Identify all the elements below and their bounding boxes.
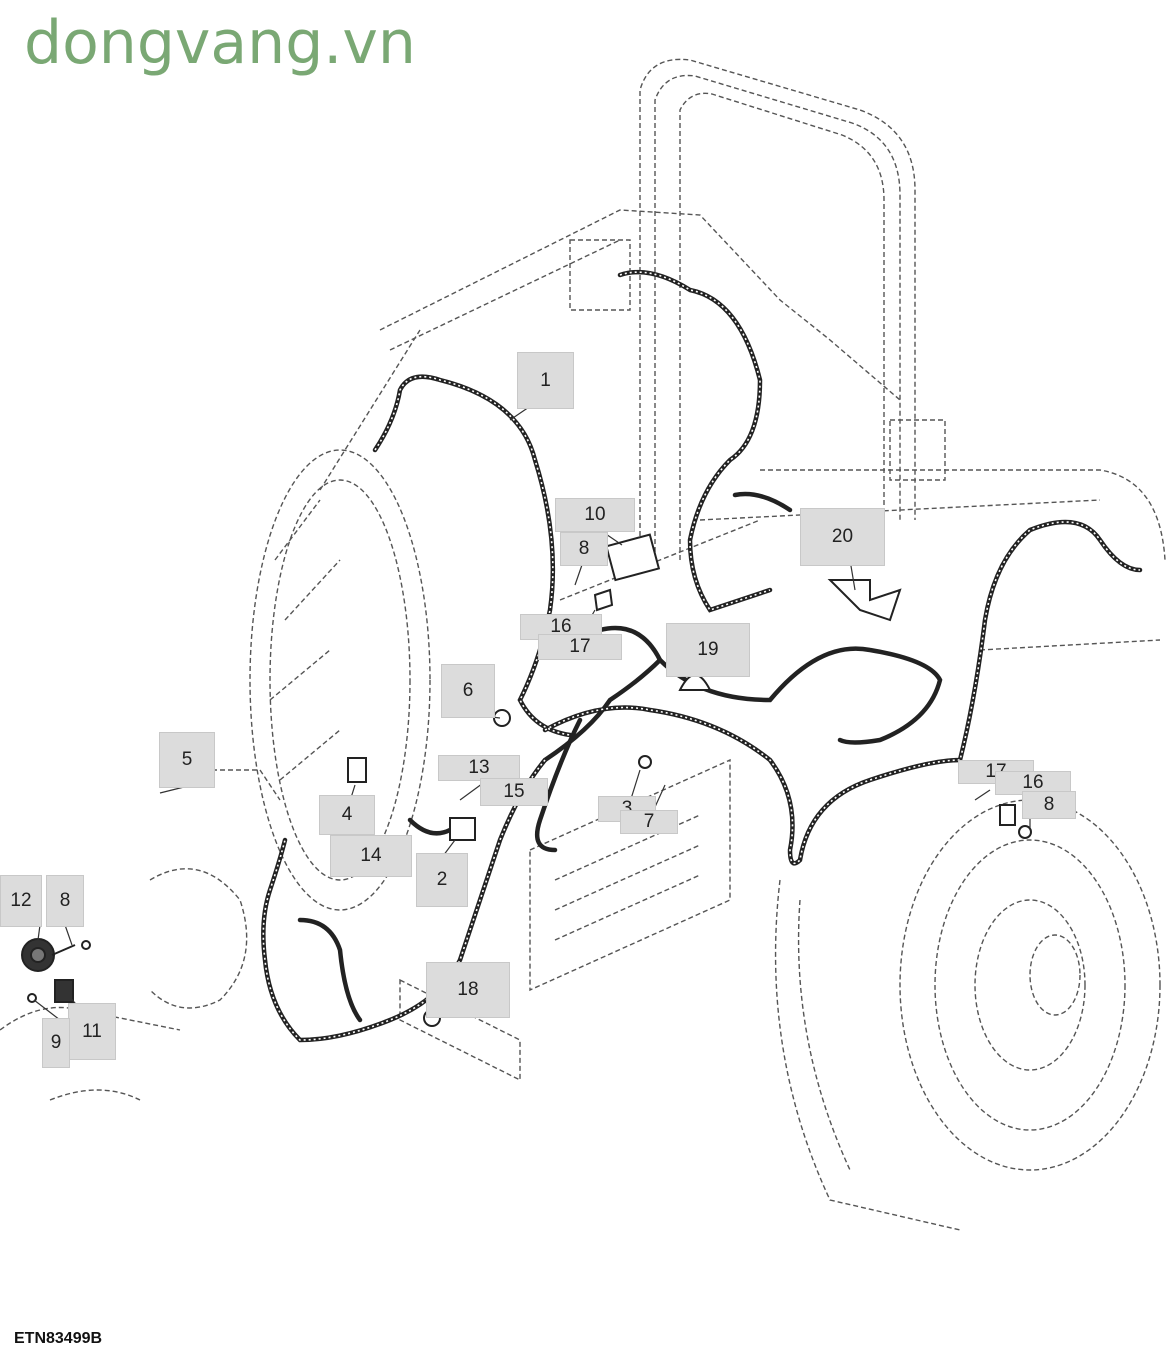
callout-label: 5 — [159, 732, 215, 788]
callout-label: 4 — [319, 795, 375, 835]
callout-label: 12 — [0, 875, 42, 927]
callout-label: 8 — [46, 875, 84, 927]
callout-label: 16 — [520, 614, 602, 640]
callout-label: 14 — [330, 835, 412, 877]
callout-label: 7 — [620, 810, 678, 834]
callout-label: 10 — [555, 498, 635, 532]
callout-label: 11 — [68, 1003, 116, 1060]
callout-label: 1 — [517, 352, 574, 409]
callout-label: 17 — [538, 634, 622, 660]
callout-label: 18 — [426, 962, 510, 1018]
callout-label: 19 — [666, 623, 750, 677]
callout-label: 9 — [42, 1018, 70, 1068]
callout-label: 6 — [441, 664, 495, 718]
callout-label: 20 — [800, 508, 885, 566]
callout-label: 15 — [480, 778, 548, 806]
watermark-logo: dongvang.vn — [24, 8, 416, 78]
callout-label: 2 — [416, 853, 468, 907]
callout-label: 8 — [560, 532, 608, 566]
horn-part — [21, 938, 91, 1003]
callout-label: 13 — [438, 755, 520, 781]
figure-id: ETN83499B — [14, 1330, 103, 1347]
callout-label: 8 — [1022, 791, 1076, 819]
